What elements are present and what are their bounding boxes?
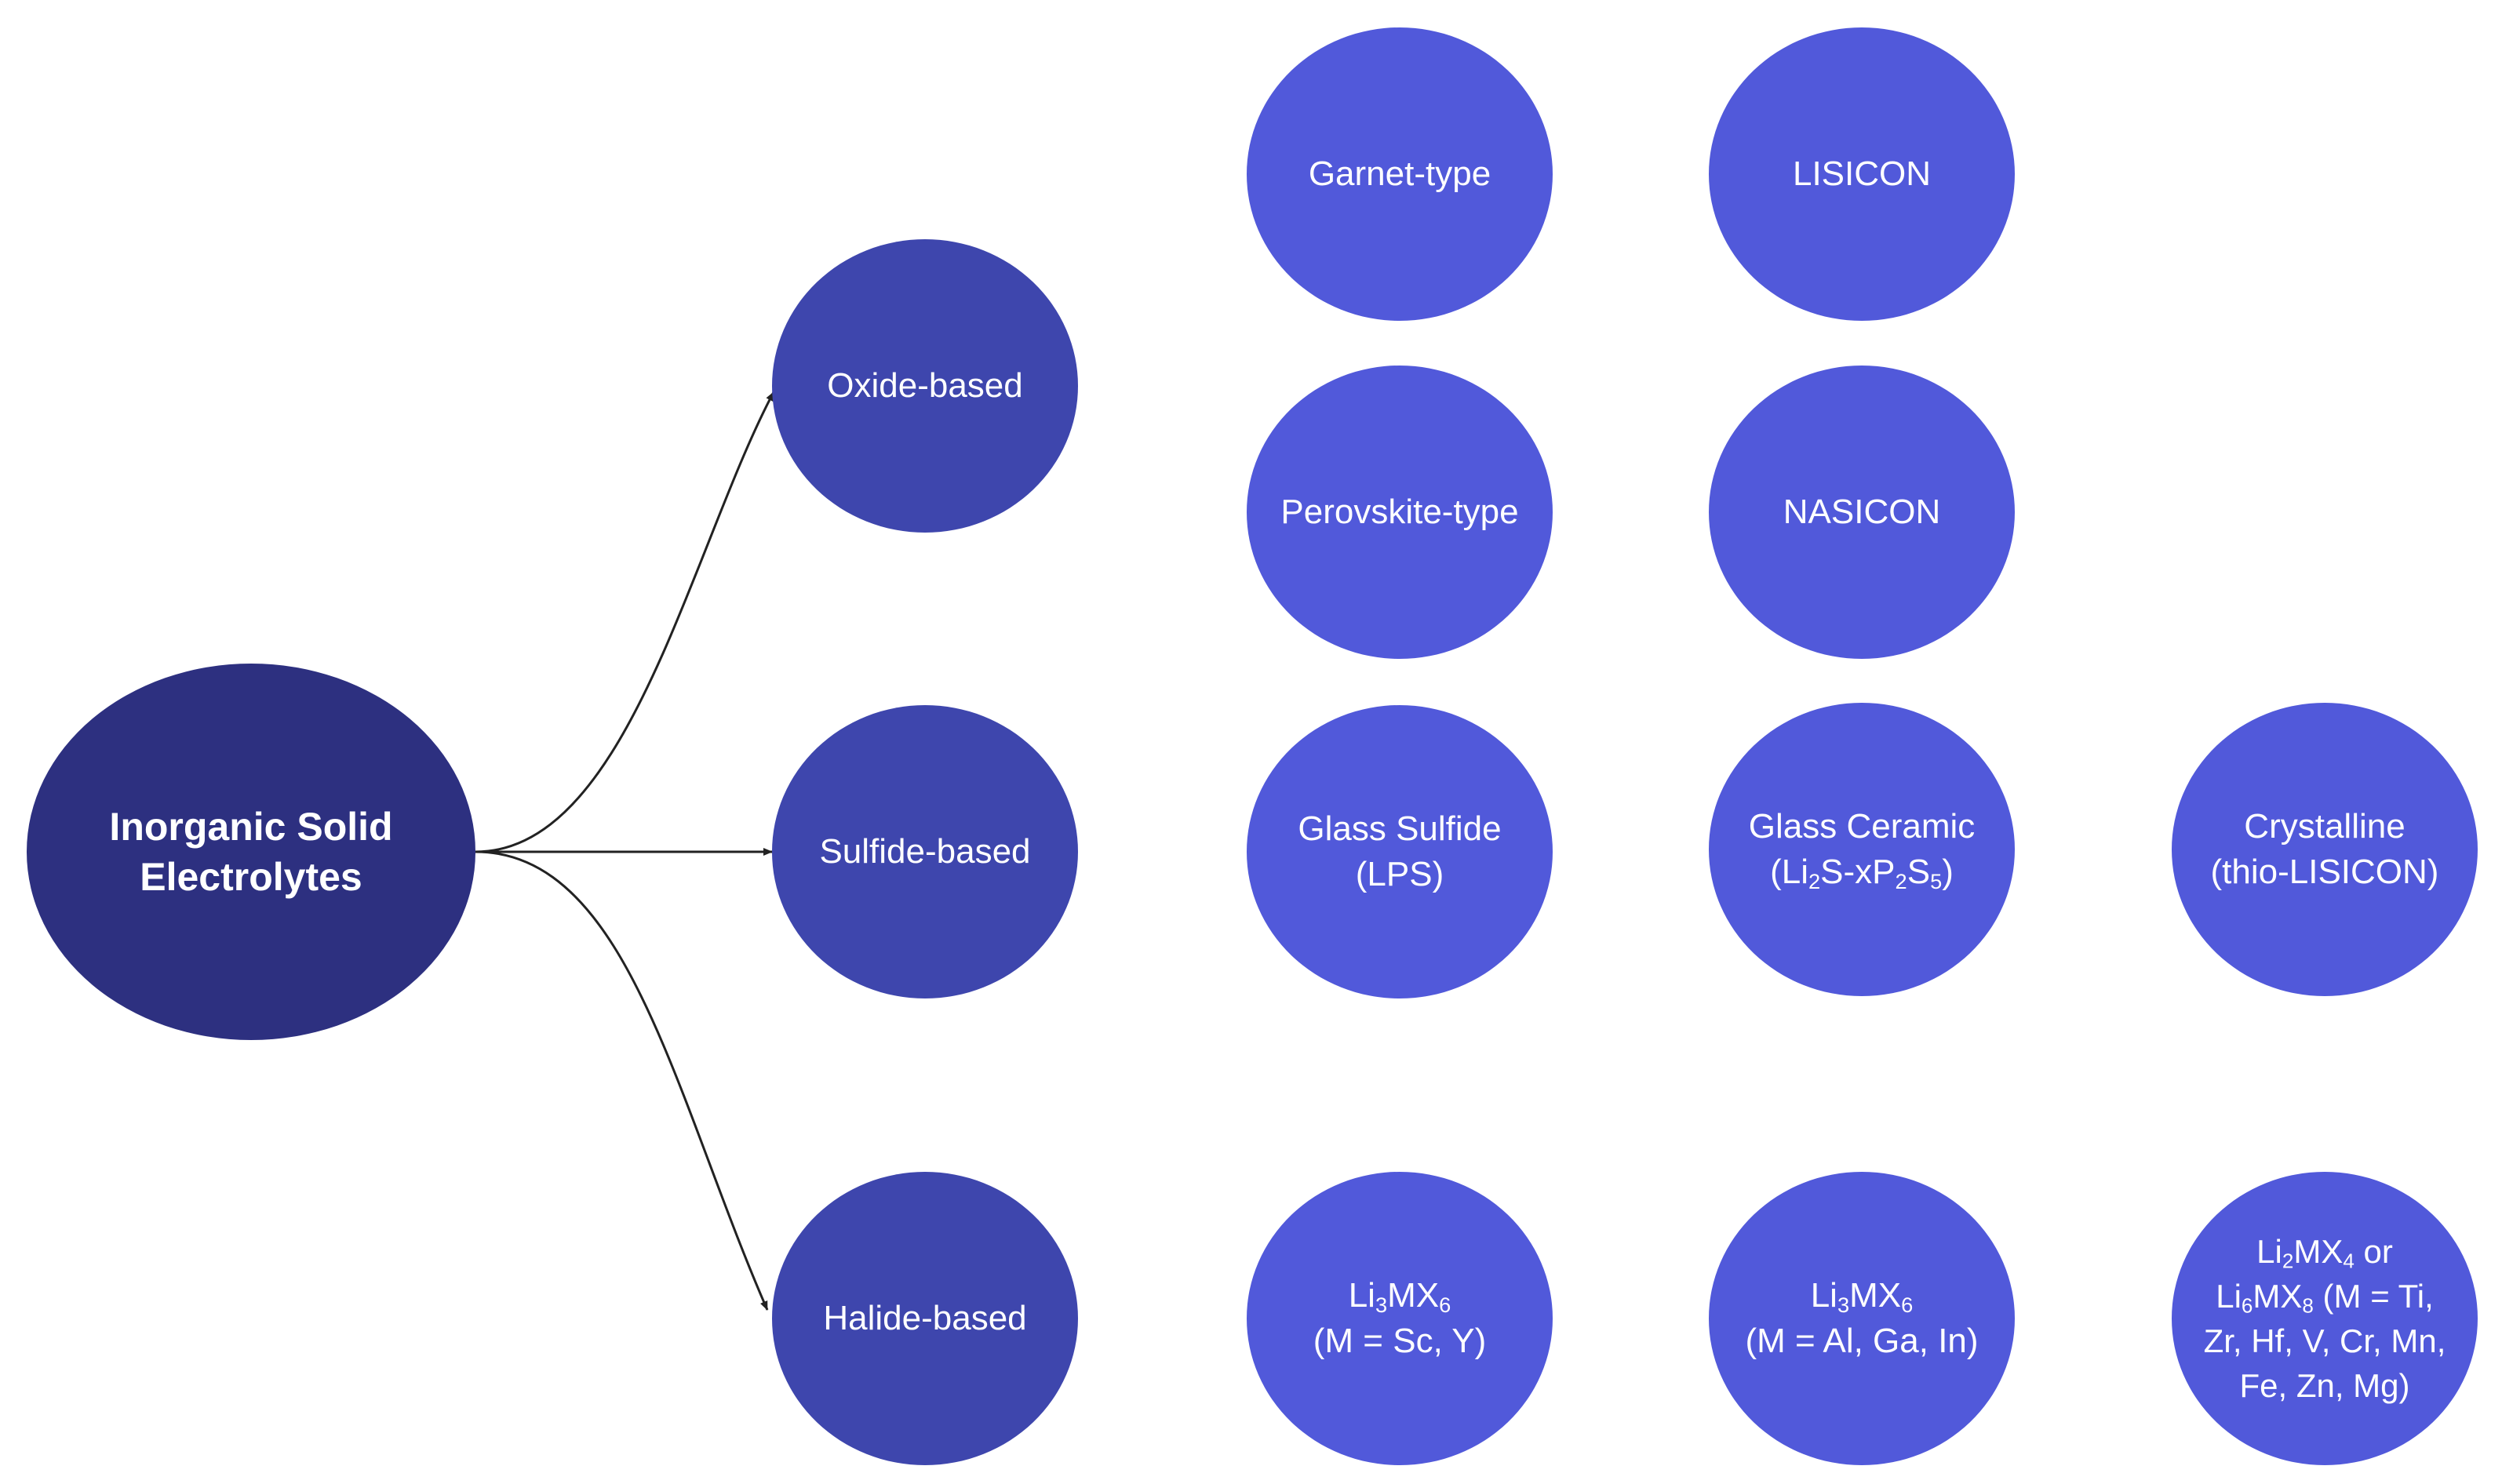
root-label-line2: Electrolytes — [140, 855, 362, 899]
crystalline-line2: (thio-LISICON) — [2210, 853, 2439, 891]
glass-sulfide-node: Glass Sulfide (LPS) — [1247, 705, 1553, 998]
li2mx4-line1: Li2MX4 or — [2256, 1233, 2393, 1273]
garnet-label: Garnet-type — [1308, 155, 1491, 193]
connector-to-oxide — [475, 391, 775, 853]
li2mx4-line4: Fe, Zn, Mg) — [2239, 1367, 2410, 1404]
nasicon-label: NASICON — [1783, 493, 1941, 531]
oxide-label: Oxide-based — [827, 366, 1023, 405]
sulfide-label: Sulfide-based — [819, 832, 1031, 871]
garnet-node: Garnet-type — [1247, 27, 1553, 321]
oxide-node: Oxide-based — [772, 239, 1078, 533]
li2mx4-line2: Li6MX8 (M = Ti, — [2216, 1278, 2434, 1318]
halide-label: Halide-based — [823, 1299, 1027, 1337]
nasicon-node: NASICON — [1709, 366, 2015, 659]
li3mx6-al-ga-in-node: Li3MX6 (M = Al, Ga, In) — [1709, 1172, 2015, 1465]
connector-to-halide — [475, 850, 769, 1311]
root-node: Inorganic Solid Electrolytes — [27, 664, 475, 1040]
glass-ceramic-line1: Glass Ceramic — [1748, 807, 1976, 846]
perovskite-node: Perovskite-type — [1247, 366, 1553, 659]
li2mx4-line3: Zr, Hf, V, Cr, Mn, — [2203, 1322, 2446, 1359]
glass-ceramic-node: Glass Ceramic (Li2S-xP2S5) — [1709, 703, 2015, 996]
perovskite-label: Perovskite-type — [1280, 493, 1519, 531]
li3mx6-al-ga-in-formula: Li3MX6 — [1810, 1276, 1914, 1317]
li3mx6-al-ga-in-line2: (M = Al, Ga, In) — [1745, 1322, 1979, 1360]
glass-sulfide-line2: (LPS) — [1355, 855, 1444, 893]
root-label-line1: Inorganic Solid — [109, 805, 393, 849]
halide-node: Halide-based — [772, 1172, 1078, 1465]
glass-ceramic-line2: (Li2S-xP2S5) — [1770, 853, 1954, 893]
li2mx4-li6mx8-node: Li2MX4 or Li6MX8 (M = Ti, Zr, Hf, V, Cr,… — [2172, 1172, 2478, 1465]
sulfide-node: Sulfide-based — [772, 705, 1078, 998]
li3mx6-sc-y-formula: Li3MX6 — [1348, 1276, 1451, 1317]
li3mx6-sc-y-line2: (M = Sc, Y) — [1313, 1322, 1487, 1360]
crystalline-line1: Crystalline — [2244, 807, 2405, 846]
lisicon-node: LISICON — [1709, 27, 2015, 321]
li3mx6-sc-y-node: Li3MX6 (M = Sc, Y) — [1247, 1172, 1553, 1465]
glass-sulfide-line1: Glass Sulfide — [1298, 809, 1502, 848]
crystalline-node: Crystalline (thio-LISICON) — [2172, 703, 2478, 996]
lisicon-label: LISICON — [1792, 155, 1932, 193]
